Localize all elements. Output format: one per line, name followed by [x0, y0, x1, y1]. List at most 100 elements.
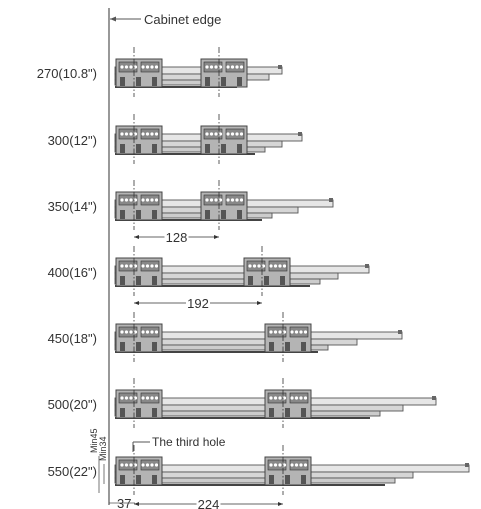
bracket-hole — [129, 198, 133, 202]
bracket-hole — [273, 396, 278, 400]
bracket-left-4 — [115, 323, 163, 353]
cabinet-edge-arrow-icon — [110, 16, 116, 22]
bracket-foot — [120, 77, 125, 86]
bracket-foot — [152, 408, 157, 417]
bracket-hole — [205, 65, 209, 69]
bracket-hole — [257, 264, 261, 268]
bracket-hole — [278, 264, 282, 268]
bracket-hole — [150, 65, 154, 69]
slide-row-0: 270(10.8") — [37, 47, 283, 97]
bracket-foot — [120, 408, 125, 417]
spacing-label-bg — [186, 296, 210, 309]
bracket-hole — [205, 132, 209, 136]
bracket-foot — [120, 475, 125, 484]
dimension-arrow-icon — [134, 502, 139, 506]
bracket-hole — [290, 463, 294, 467]
bracket-foot — [301, 342, 306, 351]
bracket-foot — [120, 210, 125, 219]
bracket-hole — [239, 65, 244, 69]
bracket-foot — [285, 408, 290, 417]
bracket-pad — [140, 260, 160, 272]
bracket-hole — [154, 264, 159, 268]
min34-label: Min34 — [98, 436, 108, 461]
slide-row-2: 350(14")128 — [48, 180, 334, 245]
rail-stop — [278, 65, 282, 69]
bracket-foot — [136, 475, 141, 484]
bracket-hole — [133, 65, 138, 69]
bracket-pad — [140, 326, 160, 338]
bracket-hole — [154, 65, 159, 69]
bracket-hole — [150, 463, 154, 467]
bracket-hole — [129, 264, 133, 268]
bracket-pad — [289, 459, 309, 471]
bracket-foot — [269, 475, 274, 484]
dimension-arrow-icon — [257, 301, 262, 305]
bracket-hole — [214, 198, 218, 202]
third-hole-label: The third hole — [152, 435, 226, 449]
bracket-foot — [205, 77, 210, 86]
size-label: 270(10.8") — [37, 66, 97, 81]
spacing-label-bg — [164, 230, 189, 243]
bracket-foot — [152, 210, 157, 219]
bracket-foot — [237, 77, 242, 86]
bracket-hole — [145, 396, 150, 400]
bracket-right-0 — [200, 58, 248, 88]
rail-stop — [365, 264, 369, 268]
bracket-hole — [141, 264, 145, 268]
bracket-hole — [269, 396, 273, 400]
bracket-foot — [136, 77, 141, 86]
bracket-hole — [124, 198, 129, 202]
bracket-hole — [214, 65, 218, 69]
bracket-right-1 — [200, 125, 248, 155]
bracket-hole — [230, 65, 235, 69]
bracket-hole — [282, 264, 287, 268]
bracket-hole — [141, 198, 145, 202]
bracket-pad — [140, 392, 160, 404]
bracket-hole — [299, 396, 303, 400]
bracket-hole — [141, 65, 145, 69]
bracket-hole — [218, 65, 223, 69]
size-label: 500(20") — [48, 397, 97, 412]
bracket-left-0 — [115, 58, 163, 88]
bracket-pad — [140, 459, 160, 471]
bracket-left-6 — [115, 456, 163, 486]
bracket-foot — [136, 276, 141, 285]
bracket-pad — [268, 260, 288, 272]
bracket-hole — [145, 264, 150, 268]
bracket-hole — [120, 65, 124, 69]
bracket-hole — [124, 330, 129, 334]
dimension-arrow-icon — [134, 301, 139, 305]
spacing-label: 192 — [187, 296, 209, 311]
bracket-hole — [273, 463, 278, 467]
rail-stop — [432, 396, 436, 400]
bracket-hole — [150, 264, 154, 268]
bracket-foot — [205, 144, 210, 153]
rail-bottom — [114, 477, 396, 484]
bracket-hole — [235, 132, 239, 136]
slide-rows: 270(10.8")300(12")350(14")128400(16")192… — [37, 47, 470, 509]
bracket-hole — [154, 330, 159, 334]
bracket-right-3 — [243, 257, 291, 287]
cabinet-edge-label: Cabinet edge — [144, 12, 221, 27]
bracket-foot — [136, 210, 141, 219]
bracket-pad — [225, 61, 245, 73]
bracket-hole — [133, 463, 138, 467]
bracket-hole — [261, 264, 266, 268]
bracket-hole — [282, 463, 287, 467]
bracket-foot — [301, 408, 306, 417]
bracket-hole — [299, 463, 303, 467]
bracket-foot — [264, 276, 269, 285]
bracket-pad — [289, 326, 309, 338]
bracket-hole — [290, 330, 294, 334]
min45-label: Min45 — [89, 428, 99, 453]
bracket-foot — [237, 210, 242, 219]
size-label: 550(22") — [48, 464, 97, 479]
bracket-hole — [248, 264, 252, 268]
bracket-foot — [269, 408, 274, 417]
bracket-hole — [124, 264, 129, 268]
bracket-hole — [209, 65, 214, 69]
bracket-pad — [289, 392, 309, 404]
size-label: 450(18") — [48, 331, 97, 346]
bracket-hole — [303, 463, 308, 467]
bracket-foot — [269, 342, 274, 351]
